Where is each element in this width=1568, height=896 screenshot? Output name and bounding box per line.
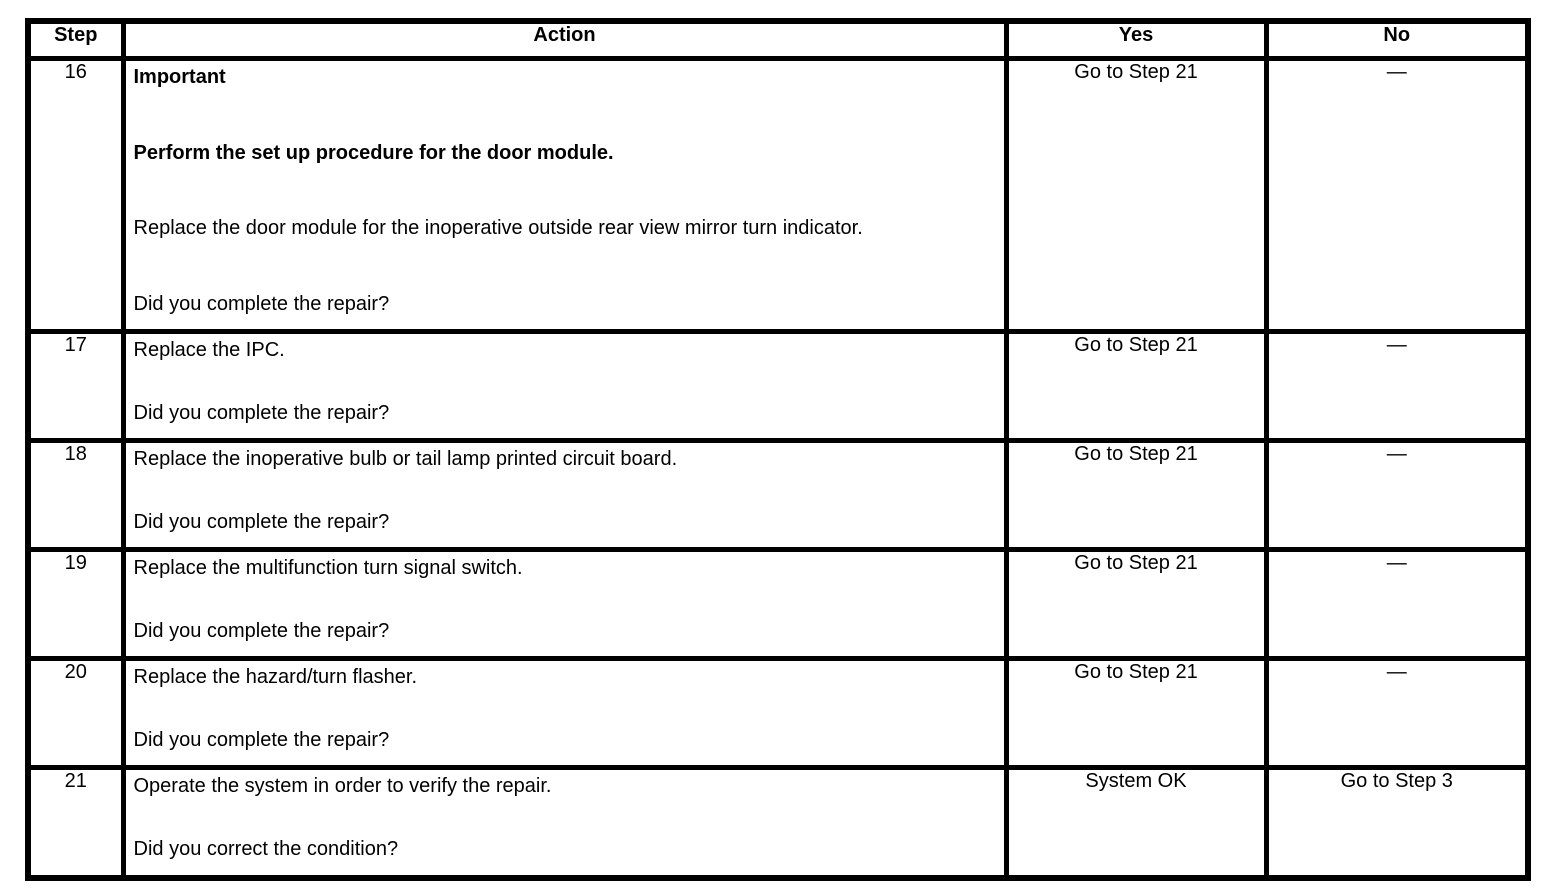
step-number: 17 [25,329,126,443]
bold-instruction: Perform the set up procedure for the doo… [133,141,614,164]
action-text: Operate the system in order to verify th… [133,775,552,797]
action-cell: Replace the hazard/turn flasher. Did you… [120,656,1009,770]
table-row: 17 Replace the IPC. Did you complete the… [25,329,1531,443]
action-text: Replace the IPC. [133,339,285,361]
action-cell: Replace the multifunction turn signal sw… [120,547,1009,661]
action-text: Replace the inoperative bulb or tail lam… [133,448,678,470]
question-text: Did you complete the repair? [133,511,390,533]
yes-cell: Go to Step 21 [1003,438,1269,552]
step-number: 18 [25,438,126,552]
yes-cell: Go to Step 21 [1003,547,1269,661]
yes-cell: System OK [1003,765,1269,880]
table-row: 19 Replace the multifunction turn signal… [25,547,1531,661]
column-header-step: Step [25,18,126,61]
step-number: 16 [25,56,126,334]
no-cell: — [1263,656,1531,770]
question-text: Did you complete the repair? [133,620,390,642]
question-text: Did you complete the repair? [133,292,390,315]
yes-cell: Go to Step 21 [1003,56,1269,334]
action-cell: Operate the system in order to verify th… [120,765,1009,880]
table-row: 16 Important Perform the set up procedur… [25,56,1531,334]
table-header-row: Step Action Yes No [25,18,1531,61]
no-cell: — [1263,547,1531,661]
no-cell: — [1263,329,1531,443]
step-number: 19 [25,547,126,661]
important-label: Important [133,66,226,88]
table-row: 18 Replace the inoperative bulb or tail … [25,438,1531,552]
column-header-no: No [1263,18,1531,61]
action-cell: Replace the inoperative bulb or tail lam… [120,438,1009,552]
yes-cell: Go to Step 21 [1003,329,1269,443]
column-header-action: Action [120,18,1009,61]
yes-cell: Go to Step 21 [1003,656,1269,770]
table-row: 20 Replace the hazard/turn flasher. Did … [25,656,1531,770]
step-number: 21 [25,765,126,880]
question-text: Did you complete the repair? [133,729,390,751]
no-cell: — [1263,438,1531,552]
action-text: Replace the door module for the inoperat… [133,217,863,240]
action-text: Replace the multifunction turn signal sw… [133,557,523,579]
table-row: 21 Operate the system in order to verify… [25,765,1531,880]
step-number: 20 [25,656,126,770]
action-cell: Replace the IPC. Did you complete the re… [120,329,1009,443]
diagnostic-steps-table: Step Action Yes No 16 Important Perform … [25,18,1531,881]
question-text: Did you complete the repair? [133,402,390,424]
no-cell: — [1263,56,1531,334]
action-cell: Important Perform the set up procedure f… [120,56,1009,334]
question-text: Did you correct the condition? [133,838,399,860]
no-cell: Go to Step 3 [1263,765,1531,880]
action-text: Replace the hazard/turn flasher. [133,666,418,688]
column-header-yes: Yes [1003,18,1269,61]
